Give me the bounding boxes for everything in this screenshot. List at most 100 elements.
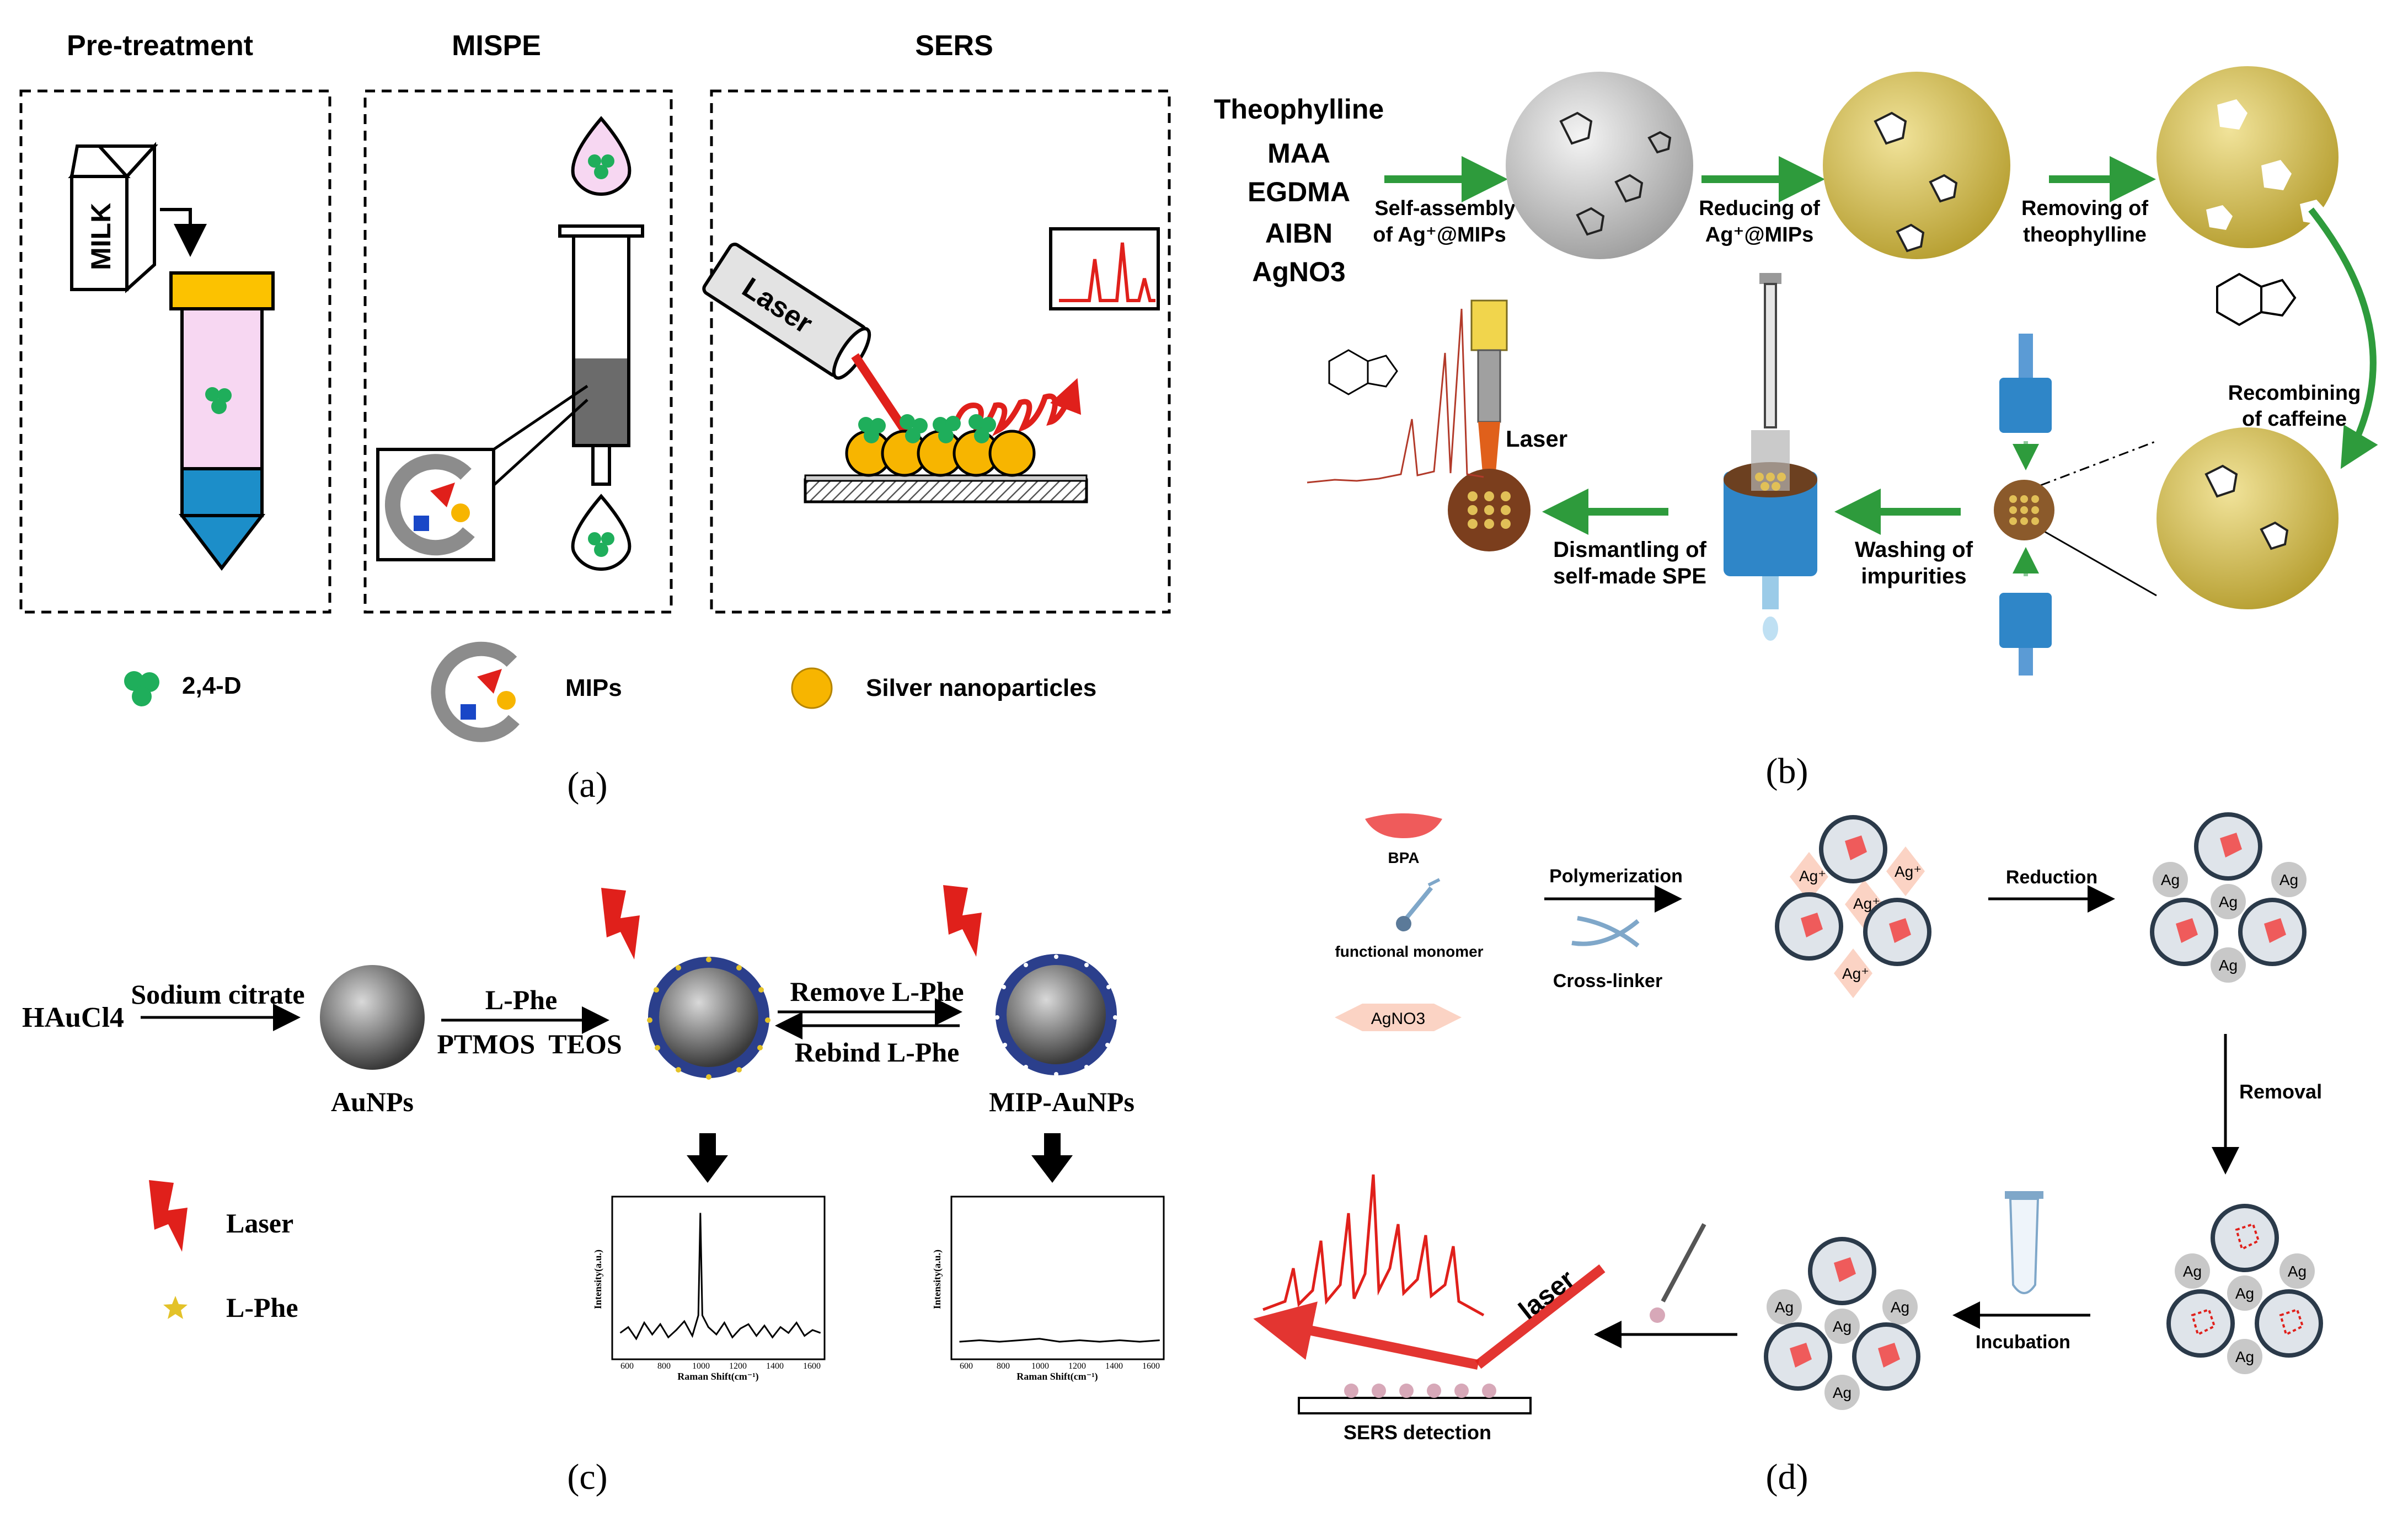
tick-600: 600 bbox=[620, 1361, 634, 1371]
step-recombining-1: Recombining bbox=[2228, 382, 2361, 405]
zoom-line-1 bbox=[493, 384, 588, 451]
caffeine-structure-probe bbox=[1328, 349, 1398, 395]
sers-detection-label: SERS detection bbox=[1344, 1421, 1491, 1444]
tick2-600: 600 bbox=[960, 1361, 973, 1371]
ag-12: Ag bbox=[1833, 1384, 1852, 1401]
legend-silver-label: Silver nanoparticles bbox=[866, 674, 1096, 701]
silanes-label: PTMOS TEOS bbox=[437, 1028, 622, 1059]
raman-spectrum-b bbox=[1307, 308, 1484, 484]
tick2-1000: 1000 bbox=[1031, 1361, 1049, 1371]
tick-1000: 1000 bbox=[692, 1361, 710, 1371]
sers-chip-icon bbox=[1298, 1384, 1532, 1414]
precursor-label: HAuCl4 bbox=[22, 1002, 124, 1033]
spe-column-icon bbox=[1724, 273, 1817, 641]
legend-analyte: 2,4-D bbox=[124, 671, 242, 706]
step-dismantling-1: Dismantling of bbox=[1553, 538, 1706, 562]
crosslinker-icon bbox=[1571, 916, 1640, 948]
spectrum-trace-loaded bbox=[619, 1213, 821, 1341]
step-washing-2: impurities bbox=[1861, 564, 1966, 588]
template-sites-gold bbox=[1874, 111, 1958, 253]
scattered-laser-beam bbox=[1253, 1301, 1479, 1370]
step-reducing-2: Ag⁺@MIPs bbox=[1705, 223, 1813, 246]
step-removing-1: Removing of bbox=[2021, 197, 2148, 220]
rebound-sites bbox=[2204, 464, 2289, 550]
step-recombining-2: of caffeine bbox=[2242, 408, 2347, 431]
legend-silver: Silver nanoparticles bbox=[791, 667, 1096, 709]
empty-imprinted-cluster: Ag Ag Ag Ag bbox=[2166, 1204, 2323, 1374]
eluent-droplet-icon bbox=[571, 116, 632, 196]
bpa-label: BPA bbox=[1388, 849, 1419, 866]
aunp-sphere bbox=[320, 965, 425, 1070]
laser-bolt-icon-2 bbox=[943, 885, 982, 957]
analyte-icon bbox=[205, 387, 232, 414]
connector-b2 bbox=[2040, 528, 2157, 597]
reduction-label: Reduction bbox=[2006, 867, 2097, 888]
milk-label: MILK bbox=[85, 203, 116, 270]
eluate-droplet-icon bbox=[571, 494, 632, 571]
spe-cartridge-icon bbox=[558, 224, 644, 486]
sers-spectrum-d bbox=[1262, 1174, 1485, 1317]
reagent-agno3: AgNO3 bbox=[1252, 256, 1345, 287]
ag-nanoparticle-mip-cluster: Ag Ag Ag Ag bbox=[2150, 812, 2307, 983]
box-mispe bbox=[363, 89, 673, 614]
panel-b: Theophylline MAA EGDMA AIBN AgNO3 Self-a… bbox=[1214, 66, 2378, 791]
sample-tube-icon bbox=[169, 271, 275, 571]
sample-vial-icon bbox=[2005, 1191, 2043, 1294]
mip-cavity-icon bbox=[384, 454, 475, 556]
ag-2: Ag bbox=[2219, 893, 2238, 910]
ag-8: Ag bbox=[2235, 1348, 2254, 1365]
agplus-4: Ag⁺ bbox=[1842, 965, 1869, 982]
agplus-1: Ag⁺ bbox=[1799, 867, 1826, 885]
header-mispe: MISPE bbox=[452, 30, 541, 62]
reagent-aibn: AIBN bbox=[1265, 218, 1333, 249]
monomer-label: functional monomer bbox=[1335, 943, 1483, 960]
box-pretreatment bbox=[19, 89, 331, 614]
step-self-assembly-2: of Ag⁺@MIPs bbox=[1373, 223, 1506, 246]
spectrum-plot-loaded: Intensity(a.u.) Raman Shift(cm⁻¹) 600 80… bbox=[592, 1196, 826, 1382]
spectrum-plot-empty: Intensity(a.u.) Raman Shift(cm⁻¹) 600 80… bbox=[932, 1196, 1165, 1382]
mip-aunps-label: MIP-AuNPs bbox=[989, 1086, 1135, 1117]
scattered-light-wave bbox=[951, 378, 1082, 437]
milk-carton-icon: MILK bbox=[68, 142, 158, 293]
panel-label-d: (d) bbox=[1766, 1457, 1808, 1497]
arrow-b4 bbox=[2308, 207, 2378, 469]
spectrum-empty-xlabel: Raman Shift(cm⁻¹) bbox=[1016, 1371, 1098, 1382]
rebind-label: Rebind L-Phe bbox=[795, 1037, 960, 1068]
spectrum-box-a bbox=[1049, 227, 1160, 310]
down-arrow-2 bbox=[1031, 1133, 1073, 1183]
bpa-icon bbox=[1365, 813, 1442, 838]
tick-1600: 1600 bbox=[803, 1361, 821, 1371]
panel-label-c: (c) bbox=[567, 1457, 607, 1497]
ag-1: Ag bbox=[2161, 871, 2180, 888]
cartridge-disc-icon bbox=[1994, 334, 2054, 676]
agplus-3: Ag⁺ bbox=[1853, 895, 1880, 912]
ag-4: Ag bbox=[2219, 957, 2238, 974]
zoom-line-2 bbox=[493, 399, 588, 486]
connector-b1 bbox=[2040, 440, 2157, 486]
step-dismantling-2: self-made SPE bbox=[1553, 564, 1706, 588]
polymer-sphere-gold bbox=[1823, 72, 2010, 259]
legend-laser-label: Laser bbox=[226, 1208, 293, 1239]
silver-substrate-icon bbox=[804, 414, 1088, 503]
step-reducing-1: Reducing of bbox=[1699, 197, 1820, 220]
crosslinker-label: Cross-linker bbox=[1553, 971, 1662, 991]
ag-9: Ag bbox=[1775, 1299, 1794, 1316]
ag-10: Ag bbox=[1833, 1318, 1852, 1335]
tick-1200: 1200 bbox=[729, 1361, 747, 1371]
step-removing-2: theophylline bbox=[2023, 223, 2147, 246]
tick-1400: 1400 bbox=[766, 1361, 784, 1371]
spectrum-empty-ylabel: Intensity(a.u.) bbox=[932, 1250, 943, 1309]
pour-arrow bbox=[160, 208, 207, 257]
incident-laser-beam bbox=[1475, 1264, 1606, 1369]
raman-probe-icon bbox=[1448, 299, 1531, 551]
polymerization-label: Polymerization bbox=[1549, 866, 1683, 887]
rebound-mip-cluster: Ag Ag Ag Ag bbox=[1764, 1237, 1920, 1410]
legend-mips: MIPs bbox=[431, 641, 622, 742]
spectrum-trace-empty bbox=[959, 1338, 1160, 1343]
legend-analyte-label: 2,4-D bbox=[182, 672, 242, 699]
legend-lphe: L-Phe bbox=[163, 1292, 298, 1323]
legend-lphe-label: L-Phe bbox=[226, 1292, 298, 1323]
agno3-badge bbox=[1335, 1004, 1462, 1031]
ag-3: Ag bbox=[2279, 871, 2298, 888]
